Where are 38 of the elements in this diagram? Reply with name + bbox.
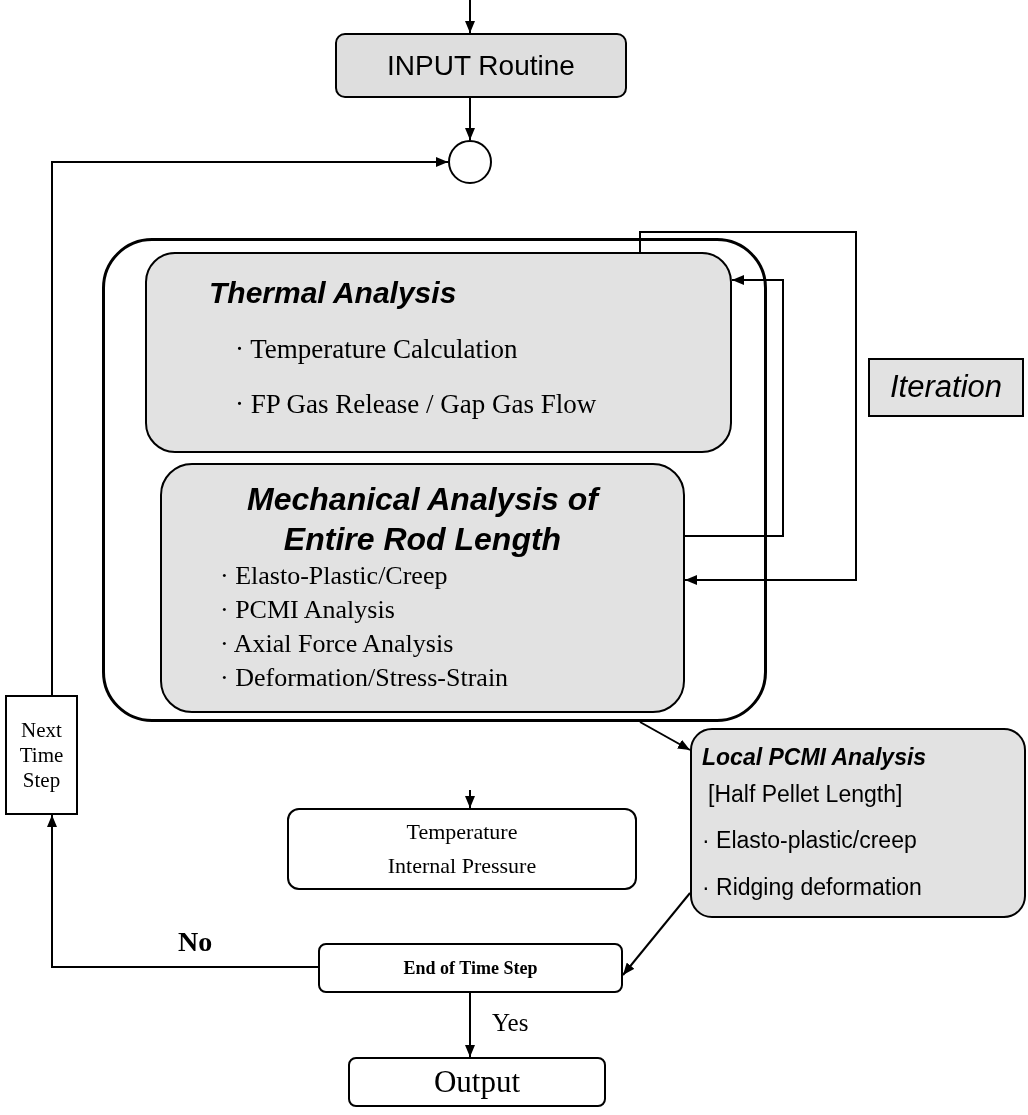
box-label: Output <box>433 1062 521 1101</box>
data-box <box>287 808 637 890</box>
box-label: End of Time Step <box>403 956 538 980</box>
bullet-item: · Deformation/Stress-Strain <box>220 662 509 694</box>
arrow <box>465 97 475 141</box>
box-heading: Local PCMI Analysis <box>702 743 927 772</box>
box-label: Temperature Internal Pressure <box>386 818 538 880</box>
bullet-item: · Temperature Calculation <box>235 333 518 366</box>
process-box <box>335 33 627 98</box>
box-label: Iteration <box>890 368 1002 407</box>
arrow <box>684 275 784 537</box>
box-heading: Mechanical Analysis of Entire Rod Length <box>207 479 638 559</box>
arrow <box>639 721 691 751</box>
process-box <box>160 463 685 713</box>
arrow <box>639 231 857 585</box>
arrow <box>465 992 475 1058</box>
decision-box <box>318 943 623 993</box>
arrow <box>622 892 691 976</box>
bullet-item: · Ridging deformation <box>702 872 922 902</box>
bullet-item: · Elasto-plastic/creep <box>702 826 917 855</box>
bullet-item: · PCMI Analysis <box>220 594 395 626</box>
arrow <box>465 789 475 809</box>
arrow <box>465 0 475 34</box>
iteration-box <box>868 358 1024 417</box>
bullet-item: · Axial Force Analysis <box>220 628 454 660</box>
arrow <box>47 814 319 968</box>
arrow <box>51 157 449 696</box>
box-label: Next Time Step <box>18 717 65 793</box>
bullet-item: · Elasto-Plastic/Creep <box>220 560 448 592</box>
process-box <box>5 695 78 815</box>
box-label: INPUT Routine <box>387 48 575 83</box>
box-heading: Thermal Analysis <box>209 275 457 311</box>
bullet-item: · FP Gas Release / Gap Gas Flow <box>235 387 597 421</box>
process-box <box>145 252 732 453</box>
process-box <box>690 728 1026 918</box>
box-subheading: [Half Pellet Length] <box>708 779 903 809</box>
group-frame <box>102 238 767 722</box>
output-box <box>348 1057 606 1107</box>
